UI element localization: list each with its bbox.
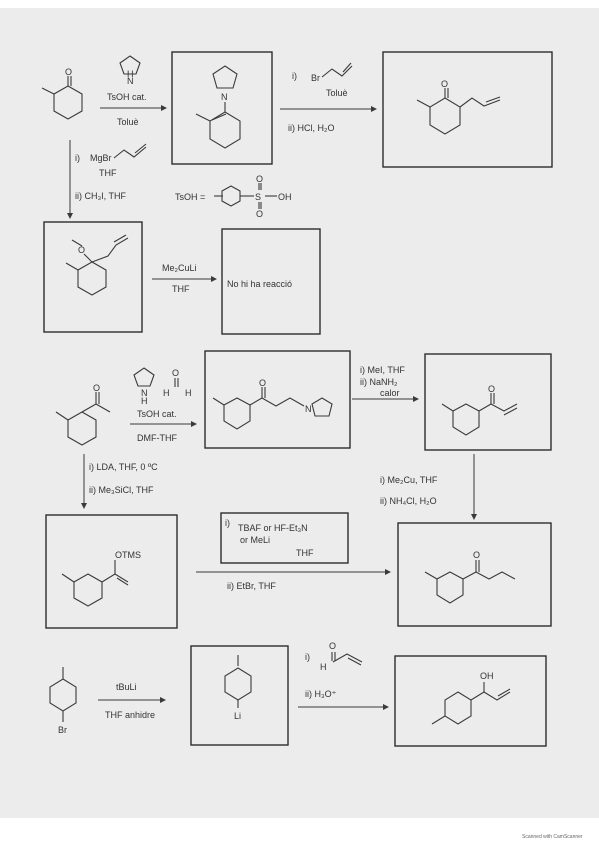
- molecule-pyrrolidine-2: N H: [133, 367, 155, 406]
- atom-bromine: Br: [311, 73, 320, 83]
- paper-background: [0, 8, 599, 818]
- atom-oxygen: O: [329, 641, 336, 651]
- r6-step-i: i) MeI, THF: [360, 365, 405, 375]
- molecule-aryl-vinyl-ketone: O: [441, 384, 518, 436]
- r11-step-ii: ii) H₃O⁺: [305, 689, 337, 699]
- box-mannich-base: [204, 350, 351, 449]
- atom-oxygen: O: [441, 79, 448, 89]
- molecule-enamine: N: [195, 65, 241, 149]
- molecule-silyl-enol-ether: OTMS: [61, 550, 141, 607]
- r4-reagent-bottom: THF: [172, 284, 190, 294]
- molecule-acrolein: O H: [320, 641, 363, 672]
- molecule-3-methylacetophenone: O: [55, 383, 111, 446]
- atom-oxygen: O: [473, 550, 480, 560]
- atom-hydrogen: H: [185, 388, 192, 398]
- r10-reagent-top: tBuLi: [116, 682, 137, 692]
- r3-solvent: THF: [99, 168, 117, 178]
- r2-solvent: Toluè: [326, 88, 348, 98]
- box-tertiary-ether: [43, 221, 143, 333]
- box-aryllithium: [190, 645, 289, 746]
- atom-oxygen: O: [78, 245, 85, 255]
- box-enamine: [171, 51, 273, 165]
- molecule-mannich-base: O N: [212, 378, 333, 430]
- r4-result: No hi ha reacció: [227, 279, 292, 289]
- r1-reagent-bottom: Toluè: [117, 117, 139, 127]
- atom-nitrogen: N: [221, 92, 228, 102]
- box-no-reaction: [221, 228, 321, 335]
- atom-nitrogen: N: [127, 76, 134, 86]
- atom-oxygen: O: [259, 378, 266, 388]
- box-butanone-product: [397, 522, 552, 627]
- atom-oxygen: O: [172, 368, 179, 378]
- r9-step-ii: ii) EtBr, THF: [227, 581, 276, 591]
- molecule-pyrrolidine: N H: [119, 55, 141, 86]
- r5-reagent-top: TsOH cat.: [137, 409, 177, 419]
- r8-step-ii: ii) NH₄Cl, H₂O: [380, 496, 437, 506]
- r3-step-ii: ii) CH₃I, THF: [75, 191, 126, 201]
- atom-oxygen: O: [256, 209, 263, 219]
- atom-nitrogen: N: [305, 404, 312, 414]
- box-allylic-alcohol: [394, 655, 547, 747]
- atom-otms: OTMS: [115, 550, 141, 560]
- atom-hydrogen: H: [320, 662, 327, 672]
- box-silyl-enol-ether: [45, 514, 178, 629]
- r3-step-i: i): [75, 153, 80, 163]
- atom-hydroxyl: OH: [480, 671, 494, 681]
- r7-step-ii: ii) Me₃SiCl, THF: [89, 485, 154, 495]
- molecule-4-bromotoluene: Br: [49, 667, 77, 735]
- atom-oxygen: O: [256, 174, 263, 184]
- tsoh-label: TsOH =: [175, 192, 205, 202]
- box-fluoride-reagent: [220, 512, 349, 564]
- atom-hydroxyl: OH: [278, 192, 292, 202]
- molecule-methyl-ether: O: [65, 234, 129, 296]
- r6-step-ii-b: calor: [380, 388, 400, 398]
- box-vinyl-ketone: [424, 353, 552, 451]
- camscanner-watermark: Scanned with CamScanner: [522, 834, 583, 840]
- molecule-tosic-acid: S O O OH: [214, 174, 292, 219]
- atom-hydrogen: H: [127, 69, 134, 79]
- r1-reagent-top: TsOH cat.: [107, 92, 147, 102]
- atom-bromine: Br: [58, 725, 67, 735]
- atom-sulfur: S: [255, 192, 261, 202]
- molecule-formaldehyde: O H H: [163, 368, 192, 398]
- molecule-2-methylcyclohexanone: O: [41, 67, 83, 120]
- atom-oxygen: O: [65, 67, 72, 77]
- r8-step-i: i) Me₂Cu, THF: [380, 475, 438, 485]
- molecule-2-allyl-6-methylcyclohexanone: O: [416, 79, 501, 135]
- r6-step-ii: ii) NaNH₂: [360, 377, 398, 387]
- atom-lithium: Li: [234, 711, 241, 721]
- r5-reagent-bottom: DMF-THF: [137, 433, 177, 443]
- atom-nitrogen: N: [141, 388, 148, 398]
- box-allyl-ketone: [382, 51, 553, 168]
- r10-reagent-bottom: THF anhidre: [105, 710, 155, 720]
- r9-step-i-solvent: THF: [296, 548, 314, 558]
- molecule-4-tolyllithium: Li: [224, 655, 252, 721]
- r9-step-i-b: or MeLi: [240, 535, 270, 545]
- molecule-aryl-propyl-ketone: O: [424, 550, 516, 604]
- atom-mgbr: MgBr: [90, 153, 112, 163]
- atom-hydrogen: H: [141, 396, 148, 406]
- r7-step-i: i) LDA, THF, 0 ºC: [89, 462, 158, 472]
- r11-step-i: i): [305, 652, 310, 662]
- r9-step-i: TBAF or HF-Et₃N: [238, 523, 308, 533]
- r9-step-i-prefix: i): [225, 518, 230, 528]
- r2-step-ii: ii) HCl, H₂O: [288, 123, 335, 133]
- r4-reagent-top: Me₂CuLi: [162, 263, 197, 273]
- r2-step-i: i): [292, 71, 297, 81]
- atom-oxygen: O: [488, 384, 495, 394]
- molecule-allylic-alcohol: OH: [431, 671, 511, 725]
- atom-hydrogen: H: [163, 388, 170, 398]
- atom-oxygen: O: [93, 383, 100, 393]
